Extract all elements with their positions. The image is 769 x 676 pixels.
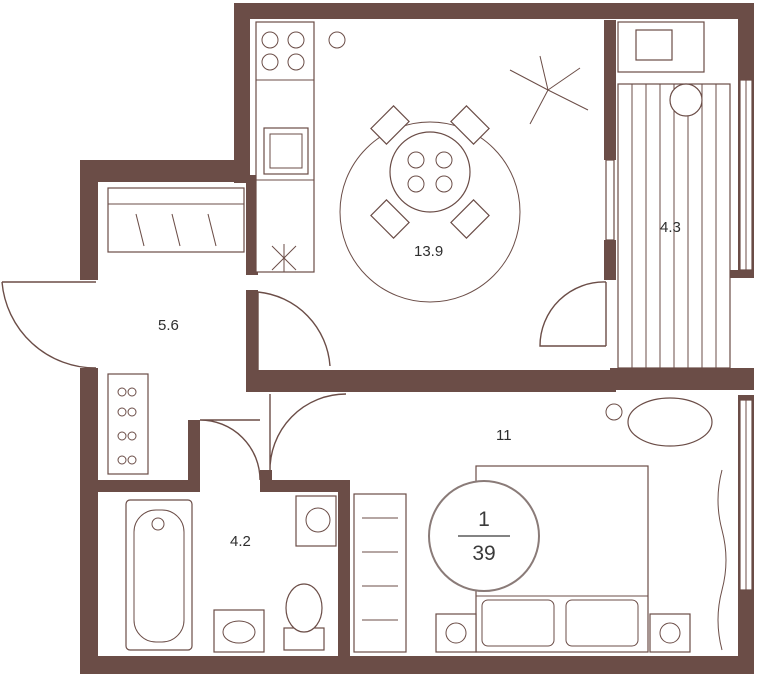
kitchen-counter <box>255 21 346 273</box>
balcony-area-label: 4.3 <box>660 219 681 236</box>
bedroom-area-label: 11 <box>496 427 512 444</box>
kitchen-area-label: 13.9 <box>414 243 443 260</box>
shoe-rack <box>107 373 149 475</box>
wardrobe-hall <box>107 187 245 253</box>
doors <box>1 281 607 481</box>
windows <box>605 79 753 591</box>
apartment-badge: 1 39 <box>428 480 540 592</box>
hall-area-label: 5.6 <box>158 317 179 334</box>
sink-bathroom <box>213 609 265 653</box>
wardrobe-bedroom <box>353 493 407 653</box>
curtain <box>717 469 727 651</box>
plant-icon <box>509 55 589 125</box>
area-labels: 13.9 5.6 4.3 11 4.2 <box>158 219 681 550</box>
nightstands <box>435 613 691 653</box>
bathroom-area-label: 4.2 <box>230 533 251 550</box>
washing-machine <box>295 495 337 547</box>
rooms-count: 1 <box>478 508 490 531</box>
balcony-deck <box>617 21 731 369</box>
dining-table <box>339 105 521 303</box>
total-area: 39 <box>472 542 495 565</box>
dog-bed <box>605 397 713 447</box>
bathtub <box>125 499 193 651</box>
toilet <box>283 583 325 651</box>
